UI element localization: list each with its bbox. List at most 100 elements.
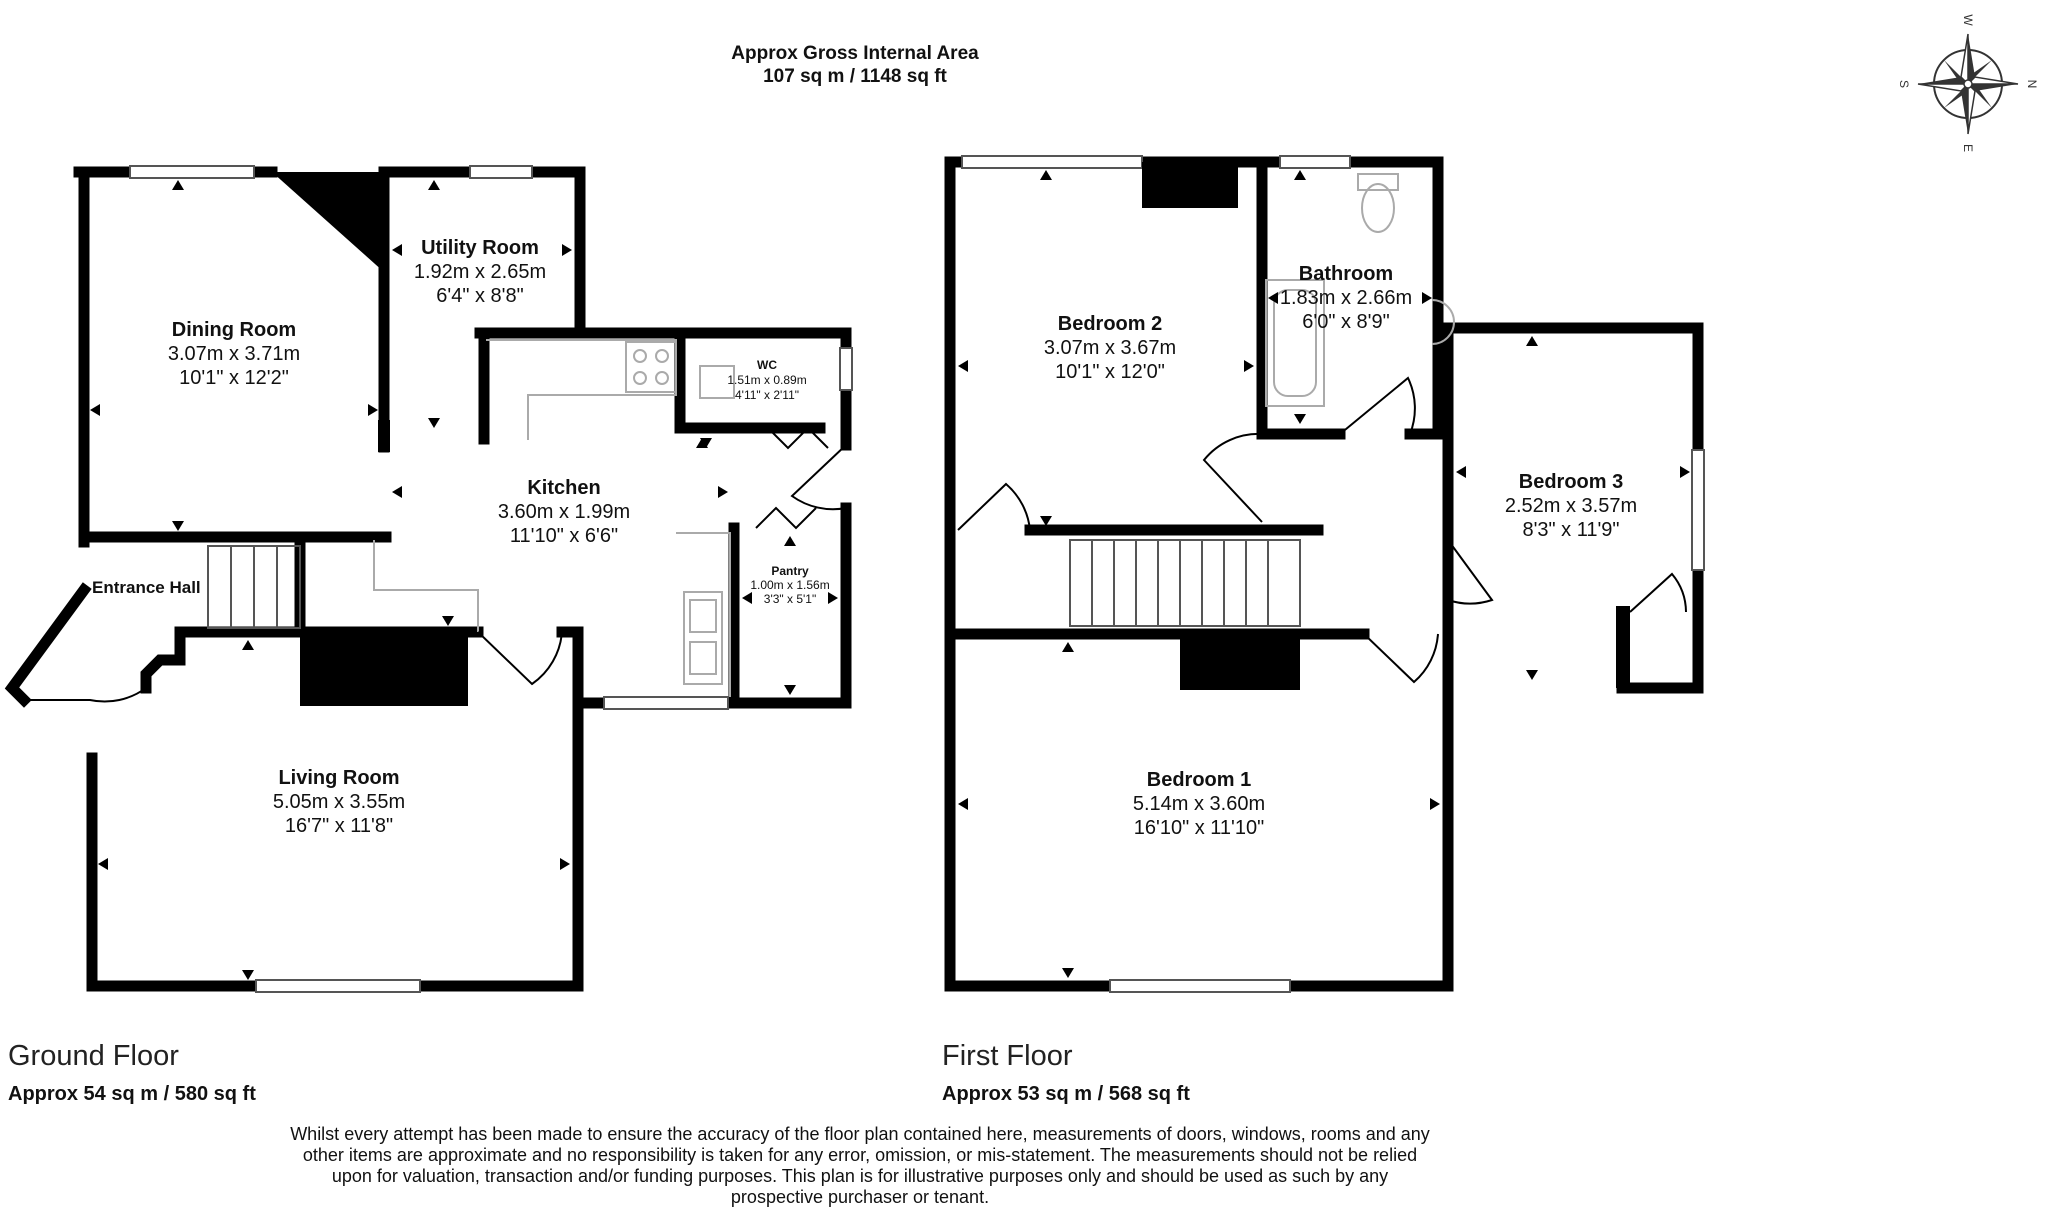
arrow xyxy=(958,360,968,372)
arrow xyxy=(1268,292,1278,304)
room-name: Utility Room xyxy=(421,237,539,259)
first-floor-title: First Floor xyxy=(942,1040,1073,1072)
room-imperial: 6'0" x 8'9" xyxy=(1302,311,1390,333)
arrow xyxy=(172,521,184,531)
wall xyxy=(380,166,586,339)
room-name: Living Room xyxy=(278,767,400,789)
room-metric: 1.83m x 2.66m xyxy=(1279,287,1413,309)
room-label-kitchen: Kitchen 3.60m x 1.99m 11'10" x 6'6" xyxy=(464,476,664,548)
sink xyxy=(683,591,723,685)
arrow xyxy=(784,536,796,546)
arrow xyxy=(742,592,752,604)
worktop xyxy=(676,532,731,697)
window xyxy=(129,165,255,179)
ground-floor-windows xyxy=(129,165,853,993)
room-name: Kitchen xyxy=(527,477,601,499)
arrow xyxy=(718,486,728,498)
wall-block xyxy=(1616,606,1630,688)
gross-internal-area: Approx Gross Internal Area 107 sq m / 11… xyxy=(560,42,1150,88)
kitchen-fittings xyxy=(373,339,735,697)
room-label-dining: Dining Room 3.07m x 3.71m 10'1" x 12'2" xyxy=(134,318,334,390)
room-label-bedroom-2: Bedroom 2 3.07m x 3.67m 10'1" x 12'0" xyxy=(1000,312,1220,384)
stair-outline xyxy=(373,540,479,632)
room-metric: 1.92m x 2.65m xyxy=(413,261,547,283)
compass-e: E xyxy=(1961,144,1975,152)
room-metric: 3.07m x 3.71m xyxy=(167,343,301,365)
window xyxy=(255,979,421,993)
room-name: Bedroom 3 xyxy=(1518,471,1624,493)
compass-point xyxy=(1944,60,1968,84)
door-bifold xyxy=(755,506,817,530)
sink-bowl xyxy=(689,641,717,675)
room-metric: 1.51m x 0.89m xyxy=(727,373,807,387)
room-imperial: 16'10" x 11'10" xyxy=(1133,817,1265,839)
room-name: Bedroom 2 xyxy=(1057,313,1163,335)
arrow xyxy=(1422,292,1432,304)
room-label-bedroom-1: Bedroom 1 5.14m x 3.60m 16'10" x 11'10" xyxy=(1084,768,1314,840)
room-imperial: 10'1" x 12'2" xyxy=(179,367,289,389)
room-metric: 3.07m x 3.67m xyxy=(1043,337,1177,359)
wall xyxy=(140,626,484,694)
compass-point xyxy=(1960,33,1969,86)
window xyxy=(1279,155,1351,169)
compass-centre xyxy=(1963,79,1973,89)
chimney-breast xyxy=(272,172,384,272)
ground-floor-solids xyxy=(272,172,468,706)
window xyxy=(961,155,1143,169)
wall xyxy=(728,522,852,709)
arrow xyxy=(784,685,796,695)
toilet-cistern xyxy=(1357,173,1399,191)
compass-point xyxy=(1968,84,1992,108)
room-name: Bedroom 1 xyxy=(1146,769,1252,791)
window xyxy=(603,696,729,710)
arrow xyxy=(172,180,184,190)
worktop xyxy=(486,339,677,440)
arrow xyxy=(1526,670,1538,680)
arrow xyxy=(560,858,570,870)
chimney-breast xyxy=(1142,162,1238,208)
gia-value: 107 sq m / 1148 sq ft xyxy=(763,66,947,87)
compass-rose: W E N S xyxy=(1897,14,2039,152)
compass-point xyxy=(1944,84,1968,108)
compass-w: W xyxy=(1961,14,1975,26)
hob-ring xyxy=(633,349,647,363)
door-swing xyxy=(957,482,1031,531)
arrow xyxy=(1526,336,1538,346)
bath-inner xyxy=(1273,289,1317,397)
first-doors xyxy=(957,376,1687,684)
compass-point xyxy=(1918,77,1968,84)
arrow xyxy=(392,486,402,498)
room-imperial: 3'3" x 5'1" xyxy=(763,592,817,606)
arrow xyxy=(1294,414,1306,424)
compass-point xyxy=(1966,76,2019,85)
room-name: Bathroom xyxy=(1298,263,1394,285)
window xyxy=(1691,449,1705,571)
toilet-bowl xyxy=(1361,183,1395,233)
compass-point xyxy=(1961,84,1968,134)
arrow xyxy=(368,404,378,416)
sink-bowl xyxy=(689,599,717,633)
window xyxy=(1109,979,1291,993)
first-floor-area: Approx 53 sq m / 568 sq ft xyxy=(942,1083,1190,1105)
door-swing xyxy=(1447,539,1494,605)
room-metric: 1.00m x 1.56m xyxy=(750,578,830,592)
compass-point xyxy=(1968,34,1975,84)
washbasin xyxy=(1431,299,1455,345)
wall-stub xyxy=(378,420,390,452)
room-metric: 5.05m x 3.55m xyxy=(272,791,406,813)
room-metric: 2.52m x 3.57m xyxy=(1504,495,1638,517)
wall xyxy=(86,626,584,992)
arrow xyxy=(696,438,708,448)
room-label-living: Living Room 5.05m x 3.55m 16'7" x 11'8" xyxy=(229,766,449,838)
arrow xyxy=(958,798,968,810)
door-swing xyxy=(477,631,563,686)
window xyxy=(839,347,853,391)
arrow xyxy=(242,970,254,980)
arrow xyxy=(1294,170,1306,180)
room-imperial: 11'10" x 6'6" xyxy=(509,525,619,547)
room-imperial: 6'4" x 8'8" xyxy=(436,285,524,307)
arrow xyxy=(1040,170,1052,180)
arrow xyxy=(828,592,838,604)
room-label-wc: WC 1.51m x 0.89m 4'11" x 2'11" xyxy=(712,358,822,403)
